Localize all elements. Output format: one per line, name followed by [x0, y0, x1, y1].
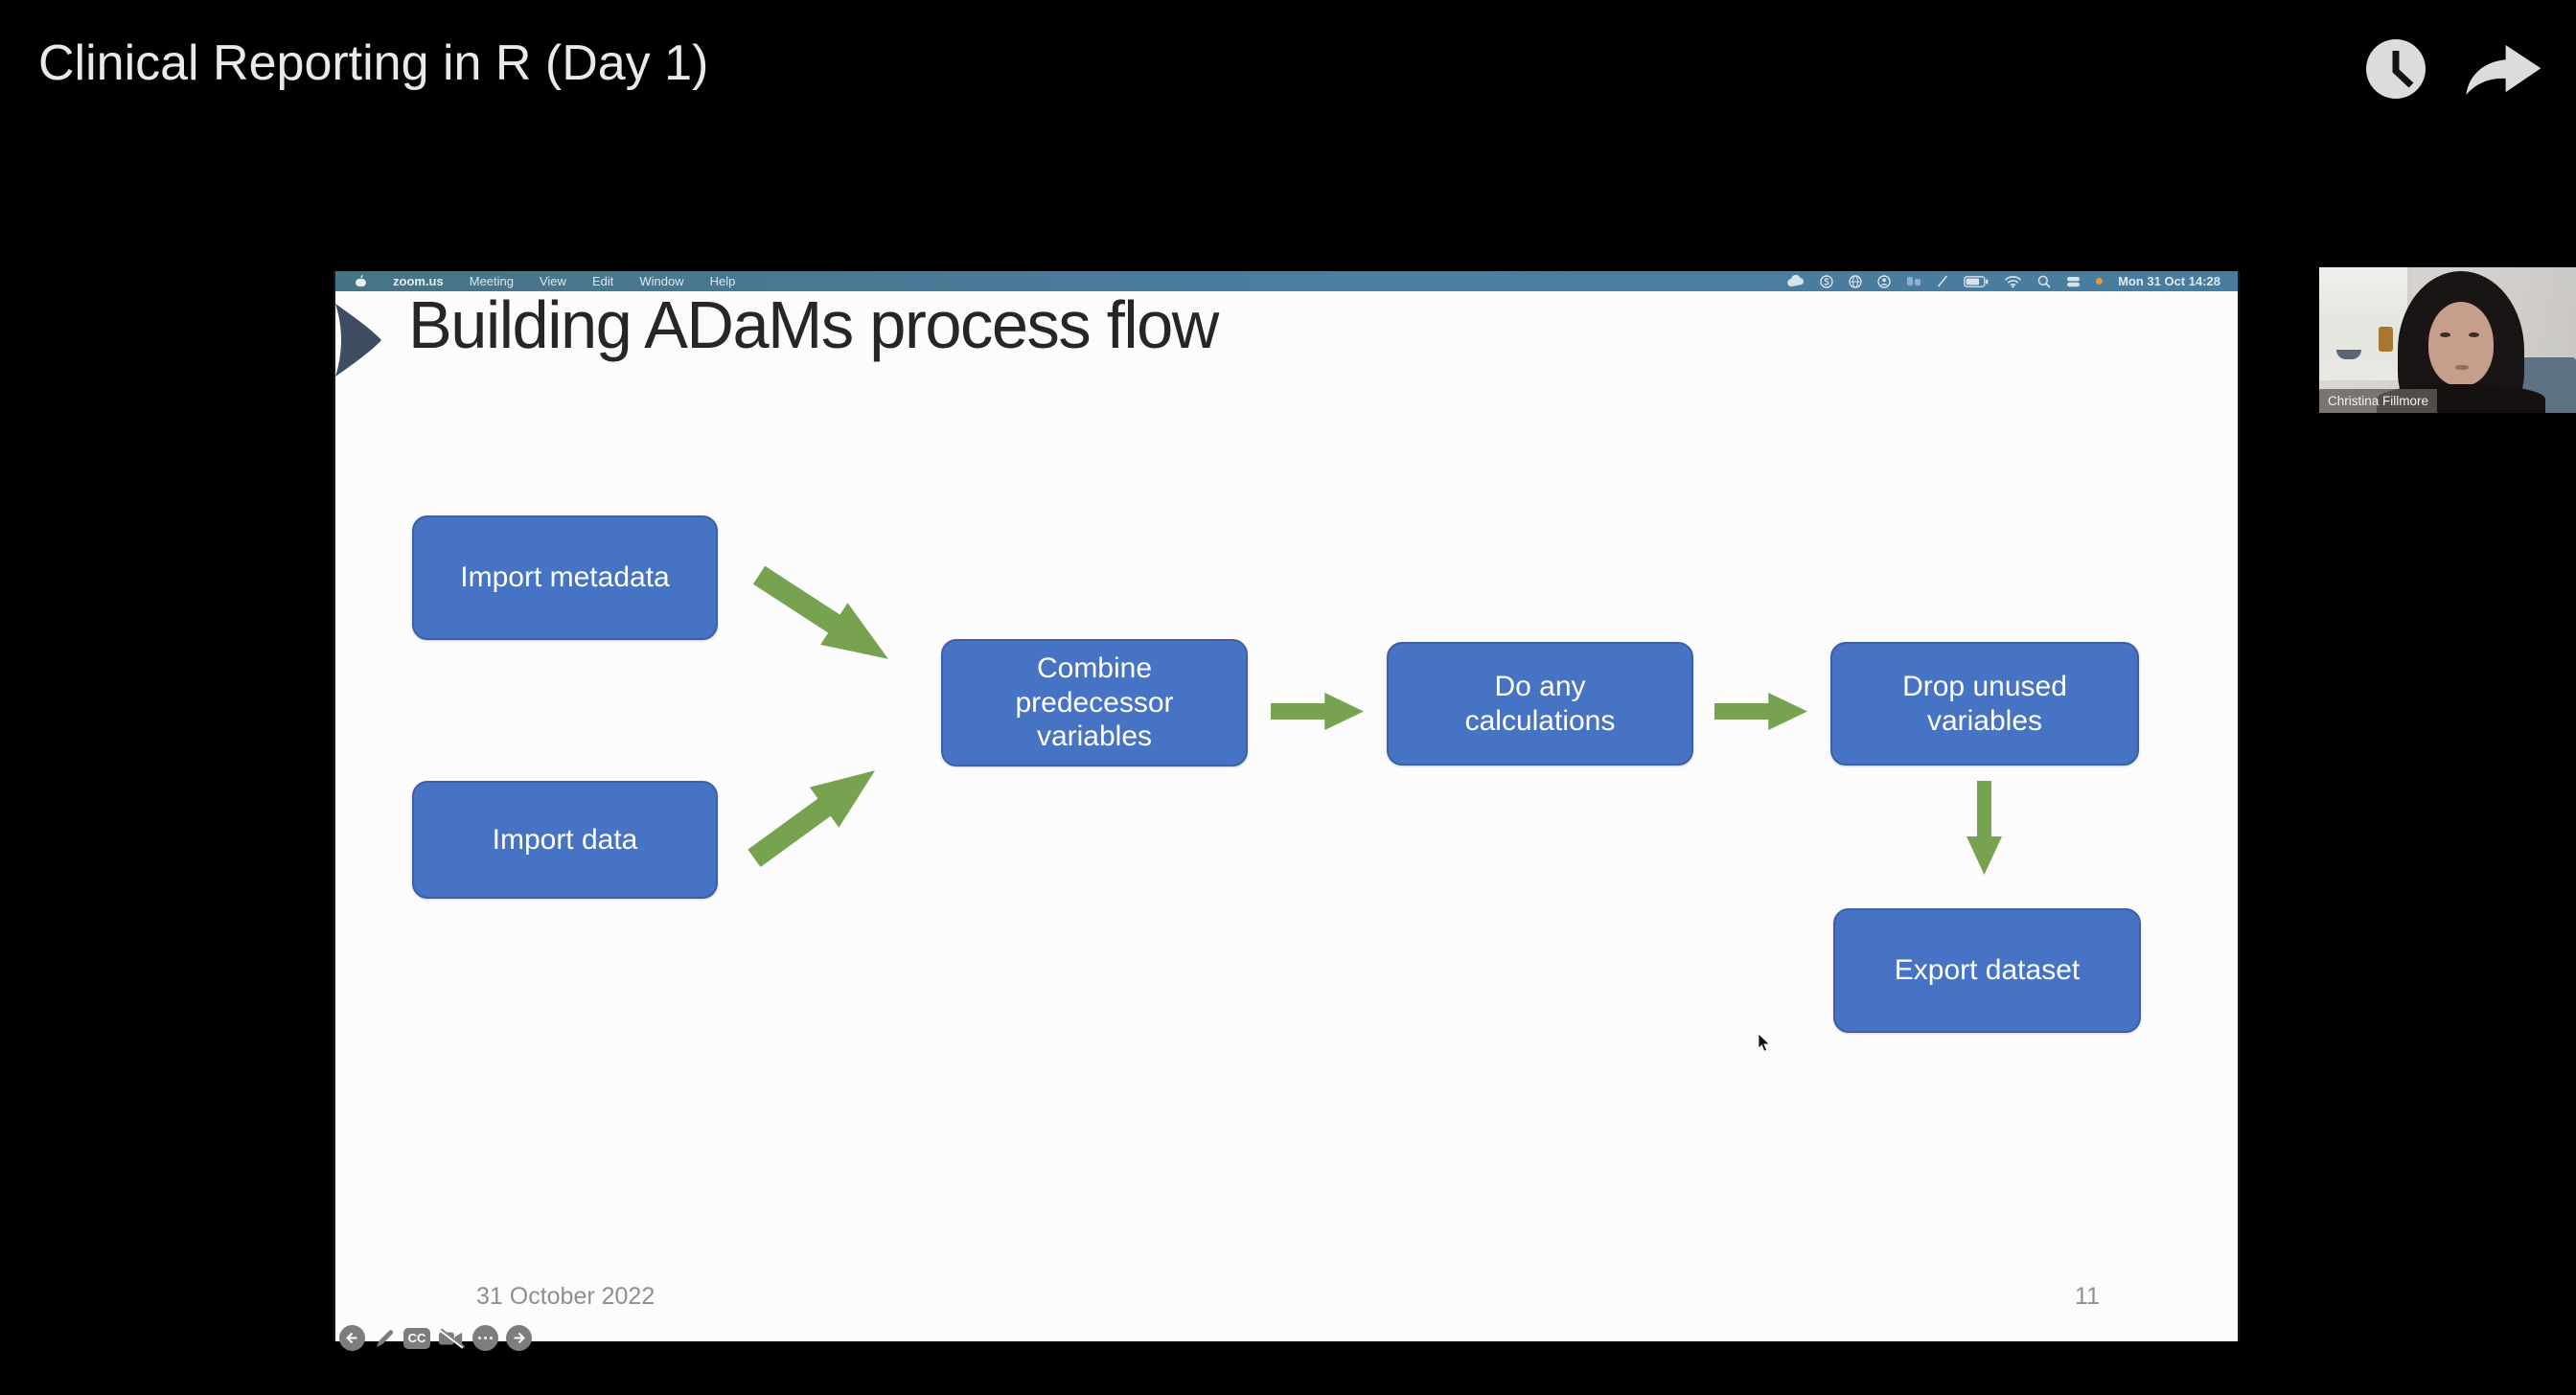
control-center-icon — [2067, 276, 2081, 286]
location-icon — [1907, 277, 1921, 286]
page-title: Clinical Reporting in R (Day 1) — [38, 35, 709, 91]
slash-icon — [1937, 275, 1948, 287]
user-circle-icon — [1877, 274, 1891, 288]
webcam-thumbnail[interactable]: Christina Fillmore — [2319, 267, 2576, 413]
slide-accent-arrow-icon — [335, 304, 381, 377]
menubar-clock: Mon 31 Oct 14:28 — [2118, 274, 2220, 288]
menubar-item-meeting: Meeting — [469, 274, 514, 288]
flow-box-do-calculations: Do any calculations — [1387, 642, 1693, 766]
webcam-person-face — [2428, 302, 2494, 386]
cloud-icon — [1787, 275, 1805, 287]
webcam-name-label: Christina Fillmore — [2319, 389, 2438, 413]
slide-date: 31 October 2022 — [476, 1283, 656, 1310]
flow-box-import-metadata: Import metadata — [412, 515, 718, 640]
wifi-icon — [2004, 275, 2022, 287]
clock-button[interactable] — [2363, 36, 2428, 102]
globe-icon — [1849, 274, 1862, 288]
apple-logo-icon — [356, 274, 366, 287]
battery-icon — [1964, 275, 1989, 287]
webcam-cup — [2379, 327, 2393, 352]
webcam-windowsill — [2319, 359, 2407, 365]
share-icon — [2466, 45, 2542, 95]
clock-icon — [2366, 39, 2426, 99]
prev-slide-icon — [339, 1325, 365, 1351]
slide-title: Building ADaMs process flow — [408, 287, 1219, 362]
arrow-metadata-to-combine-icon — [752, 565, 889, 659]
notification-dot — [2096, 278, 2104, 285]
menubar-item-zoomus: zoom.us — [393, 274, 444, 288]
share-button[interactable] — [2461, 40, 2543, 100]
arrow-calculations-to-drop-icon — [1714, 693, 1807, 730]
s-badge-icon — [1820, 274, 1833, 288]
flow-box-drop-unused: Drop unused variables — [1830, 642, 2139, 766]
pen-icon — [377, 1329, 394, 1347]
next-slide-icon — [506, 1325, 532, 1351]
arrow-combine-to-calculations-icon — [1271, 693, 1364, 730]
menubar-item-edit: Edit — [591, 274, 614, 288]
more-icon — [472, 1325, 498, 1351]
flow-box-import-data: Import data — [412, 781, 718, 899]
menubar-item-help: Help — [709, 274, 736, 288]
camera-off-icon — [438, 1327, 465, 1349]
flow-box-export-dataset: Export dataset — [1833, 908, 2141, 1033]
search-icon — [2037, 275, 2051, 288]
menubar-item-view: View — [539, 274, 566, 288]
arrow-drop-to-export-icon — [1966, 781, 2002, 875]
captions-icon: CC — [403, 1327, 430, 1349]
mac-menubar: zoom.us Meeting View Edit Window Help — [335, 271, 2238, 291]
mouse-cursor — [1758, 1034, 1770, 1052]
shared-screen-video[interactable]: zoom.us Meeting View Edit Window Help — [334, 271, 2240, 1351]
arrow-data-to-combine-icon — [748, 770, 876, 867]
flow-box-combine-predecessor: Combine predecessor variables — [941, 639, 1248, 766]
slide-page-number: 11 — [2075, 1283, 2100, 1310]
menubar-item-window: Window — [639, 274, 684, 288]
presenter-toolbar: CC — [339, 1325, 532, 1351]
webcam-bowl — [2336, 350, 2361, 359]
